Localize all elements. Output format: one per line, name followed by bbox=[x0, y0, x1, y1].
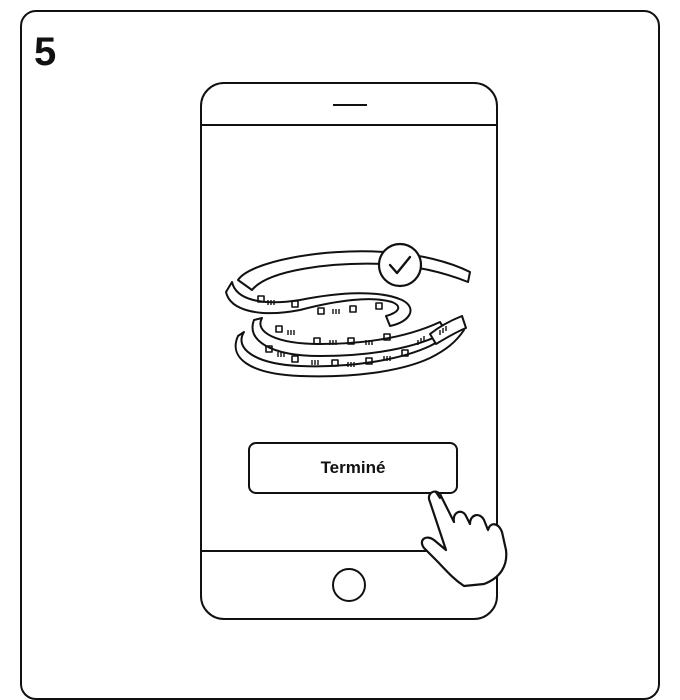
check-circle-icon bbox=[379, 244, 421, 286]
illustration-layer bbox=[0, 0, 680, 684]
led-strip-icon bbox=[226, 251, 470, 376]
pointing-hand-icon bbox=[422, 492, 506, 586]
